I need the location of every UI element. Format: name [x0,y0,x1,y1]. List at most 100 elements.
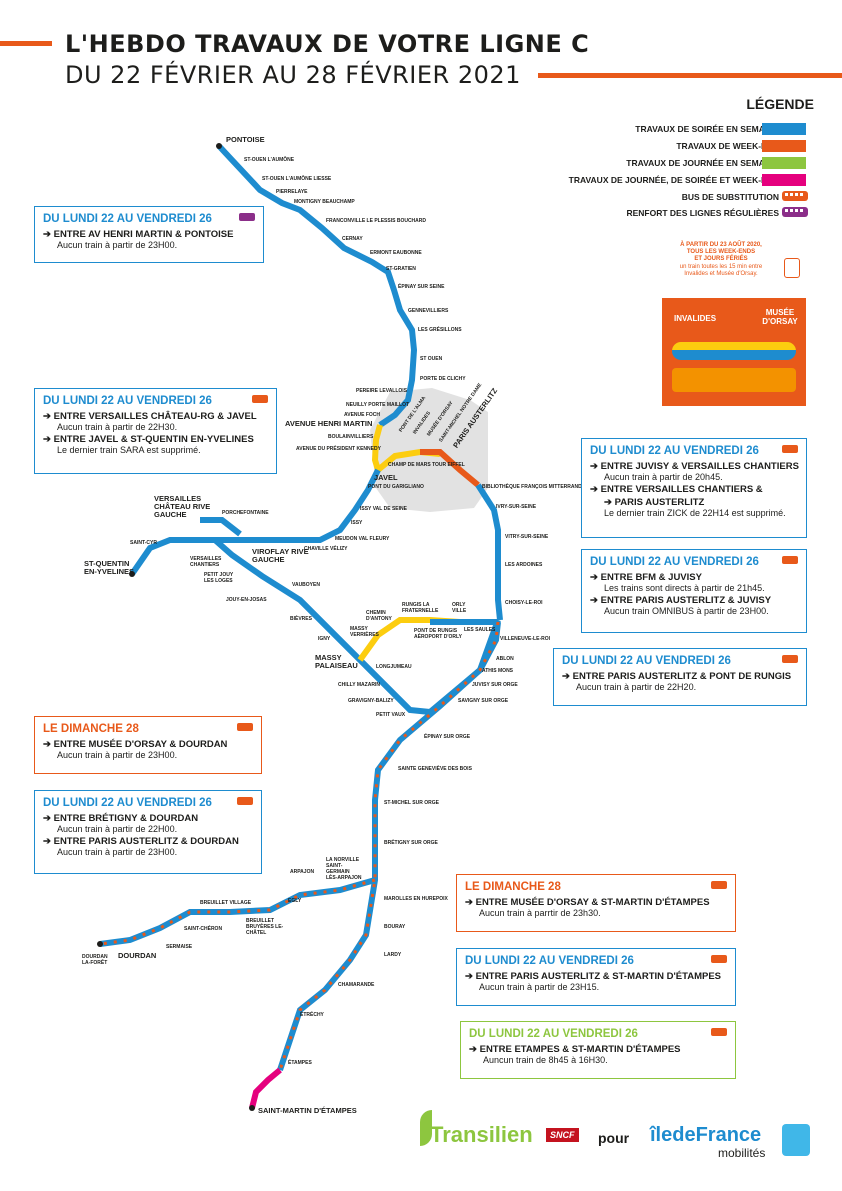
station-label: CHILLY MAZARIN [338,682,380,688]
promo-text: À PARTIR DU 23 AOÛT 2020, TOUS LES WEEK-… [662,242,780,278]
box-item-title: ENTRE PARIS AUSTERLITZ & DOURDAN [43,836,253,847]
box-item-detail: Aucun train à partir de 23H00. [57,750,178,760]
station-label: GRAVIGNY-BALIZY [348,698,394,704]
station-label: CHAMP DE MARS TOUR EIFFEL [388,462,465,468]
legend-label: TRAVAUX DE WEEK-END [676,141,779,151]
box-item-detail: Auncun train de 8h45 à 16H30. [483,1055,608,1065]
idf-logo-sub: mobilités [718,1146,766,1160]
legend-label: RENFORT DES LIGNES RÉGULIÈRES [626,208,779,218]
box-item-detail: Aucun train à partir de 22H30. [57,422,178,432]
station-label: LES GRÉSILLONS [418,327,462,333]
bus-icon [782,191,808,201]
station-label: VERSAILLES CHANTIERS [190,556,222,568]
station-label: CHOISY-LE-ROI [505,600,543,606]
station-label: PORCHEFONTAINE [222,510,269,516]
legend-title: LÉGENDE [746,96,814,112]
info-box-6: LE DIMANCHE 28 ENTRE MUSÉE D'ORSAY & DOU… [34,716,262,774]
info-box-2: DU LUNDI 22 AU VENDREDI 26 ENTRE VERSAIL… [34,388,277,474]
station-label: LONGJUMEAU [376,664,412,670]
station-label: PETIT JOUY LES LOGES [204,572,234,584]
station-label: IVRY-SUR-SEINE [496,504,537,510]
box-item-title: ENTRE AV HENRI MARTIN & PONTOISE [43,229,255,240]
legend-label: TRAVAUX DE JOURNÉE, DE SOIRÉE ET WEEK-EN… [568,175,779,185]
sncf-logo: SNCF [546,1128,579,1142]
info-box-1: DU LUNDI 22 AU VENDREDI 26 ENTRE AV HENR… [34,206,264,263]
legend-swatch [762,123,806,135]
info-box-3: DU LUNDI 22 AU VENDREDI 26 ENTRE JUVISY … [581,438,807,538]
title-bar-left [0,41,52,46]
box-header: DU LUNDI 22 AU VENDREDI 26 [562,655,731,667]
station-label: PORTE DE CLICHY [420,376,466,382]
box-item-detail: Aucun train à partir de 20h45. [604,472,723,482]
promo-right-station: MUSÉE D'ORSAY [762,308,798,326]
transilien-leaf-icon [420,1110,432,1146]
bus-icon [237,723,253,731]
legend-swatch [762,157,806,169]
station-label: CHAMARANDE [338,982,375,988]
station-massy: MASSY PALAISEAU [315,653,358,670]
box-item-detail: Aucun train à partir de 23H00. [57,847,178,857]
station-dot [97,941,103,947]
station-label: PONT DE RUNGIS AÉROPORT D'ORLY [414,628,462,640]
station-st-quentin: ST-QUENTIN EN-YVELINES [84,559,135,576]
station-label: MEUDON VAL FLEURY [335,536,390,542]
station-label: ST OUEN [420,356,443,362]
box-item-title: ENTRE ETAMPES & ST-MARTIN D'ÉTAMPES [469,1044,727,1055]
station-label: AVENUE FOCH [344,412,381,418]
box-item-title: ENTRE JUVISY & VERSAILLES CHANTIERS [590,461,799,472]
bus-icon [782,207,808,217]
info-box-8: LE DIMANCHE 28 ENTRE MUSÉE D'ORSAY & ST-… [456,874,736,932]
station-label: CHAVILLE VÉLIZY [304,546,348,552]
station-avenue-henri-martin: AVENUE HENRI MARTIN [285,419,373,428]
box-item-detail: Le dernier train SARA est supprimé. [57,445,201,455]
station-label: LA NORVILLE SAINT-GERMAIN LÈS-ARPAJON [326,857,362,881]
box-item-detail: Aucun train à partir de 22H20. [576,682,697,692]
box-item-title: ENTRE BRÉTIGNY & DOURDAN [43,813,253,824]
station-label: ATHIS MONS [482,668,514,674]
bus-icon [239,213,255,221]
station-label: CHEMIN D'ANTONY [366,610,392,622]
station-label: VILLENEUVE-LE-ROI [500,636,551,642]
station-label: BOURAY [384,924,406,930]
station-label: ST-OUEN L'AUMÔNE [244,157,295,163]
box-header: DU LUNDI 22 AU VENDREDI 26 [590,556,759,568]
bus-icon [252,395,268,403]
line-austerlitz-juvisy [475,483,503,621]
box-header: DU LUNDI 22 AU VENDREDI 26 [43,797,212,809]
station-label: BRÉTIGNY SUR ORGE [384,840,438,846]
info-box-5: DU LUNDI 22 AU VENDREDI 26 ENTRE PARIS A… [553,648,807,706]
station-versailles-chateau: VERSAILLES CHÂTEAU RIVE GAUCHE [154,494,211,519]
box-item-title: PARIS AUSTERLITZ [604,497,798,508]
station-label: ARPAJON [290,869,315,875]
box-item-title: ENTRE PARIS AUSTERLITZ & ST-MARTIN D'ÉTA… [465,971,727,982]
line-st-martin [249,1067,282,1109]
promo-track [672,342,796,360]
station-label: MAROLLES EN HUREPOIX [384,896,448,902]
station-label: NEUILLY PORTE MAILLOT [346,402,410,408]
station-label: ORLY VILLE [452,602,467,614]
page-title: L'HEBDO TRAVAUX DE VOTRE LIGNE C [65,30,590,58]
station-label: GENNEVILLIERS [408,308,449,314]
box-header: DU LUNDI 22 AU VENDREDI 26 [43,213,212,225]
box-header: LE DIMANCHE 28 [465,881,561,893]
station-label: SAINTE GENEVIÈVE DES BOIS [398,766,472,772]
box-item-title: ENTRE BFM & JUVISY [590,572,798,583]
bus-icon [237,797,253,805]
legend-label: BUS DE SUBSTITUTION [681,192,779,202]
station-label: IGNY [318,636,331,642]
line-south-dots [278,621,500,1071]
line-versailles-rg [200,517,242,537]
page-subtitle: DU 22 FÉVRIER AU 28 FÉVRIER 2021 [65,61,521,89]
box-item-title: ENTRE VERSAILLES CHÂTEAU-RG & JAVEL [43,411,268,422]
train-icon [784,258,800,278]
station-label: FRANCONVILLE LE PLESSIS BOUCHARD [326,218,427,224]
info-box-7: DU LUNDI 22 AU VENDREDI 26 ENTRE BRÉTIGN… [34,790,262,874]
promo-map: INVALIDES MUSÉE D'ORSAY [662,298,806,406]
legend-label: TRAVAUX DE JOURNÉE EN SEMAINE [626,158,779,168]
station-label: LES SAULES [464,627,496,633]
bus-icon [782,445,798,453]
station-label: JOUY-EN-JOSAS [226,597,267,603]
station-dot [216,143,222,149]
station-label: CERNAY [342,236,363,242]
box-header: LE DIMANCHE 28 [43,723,139,735]
